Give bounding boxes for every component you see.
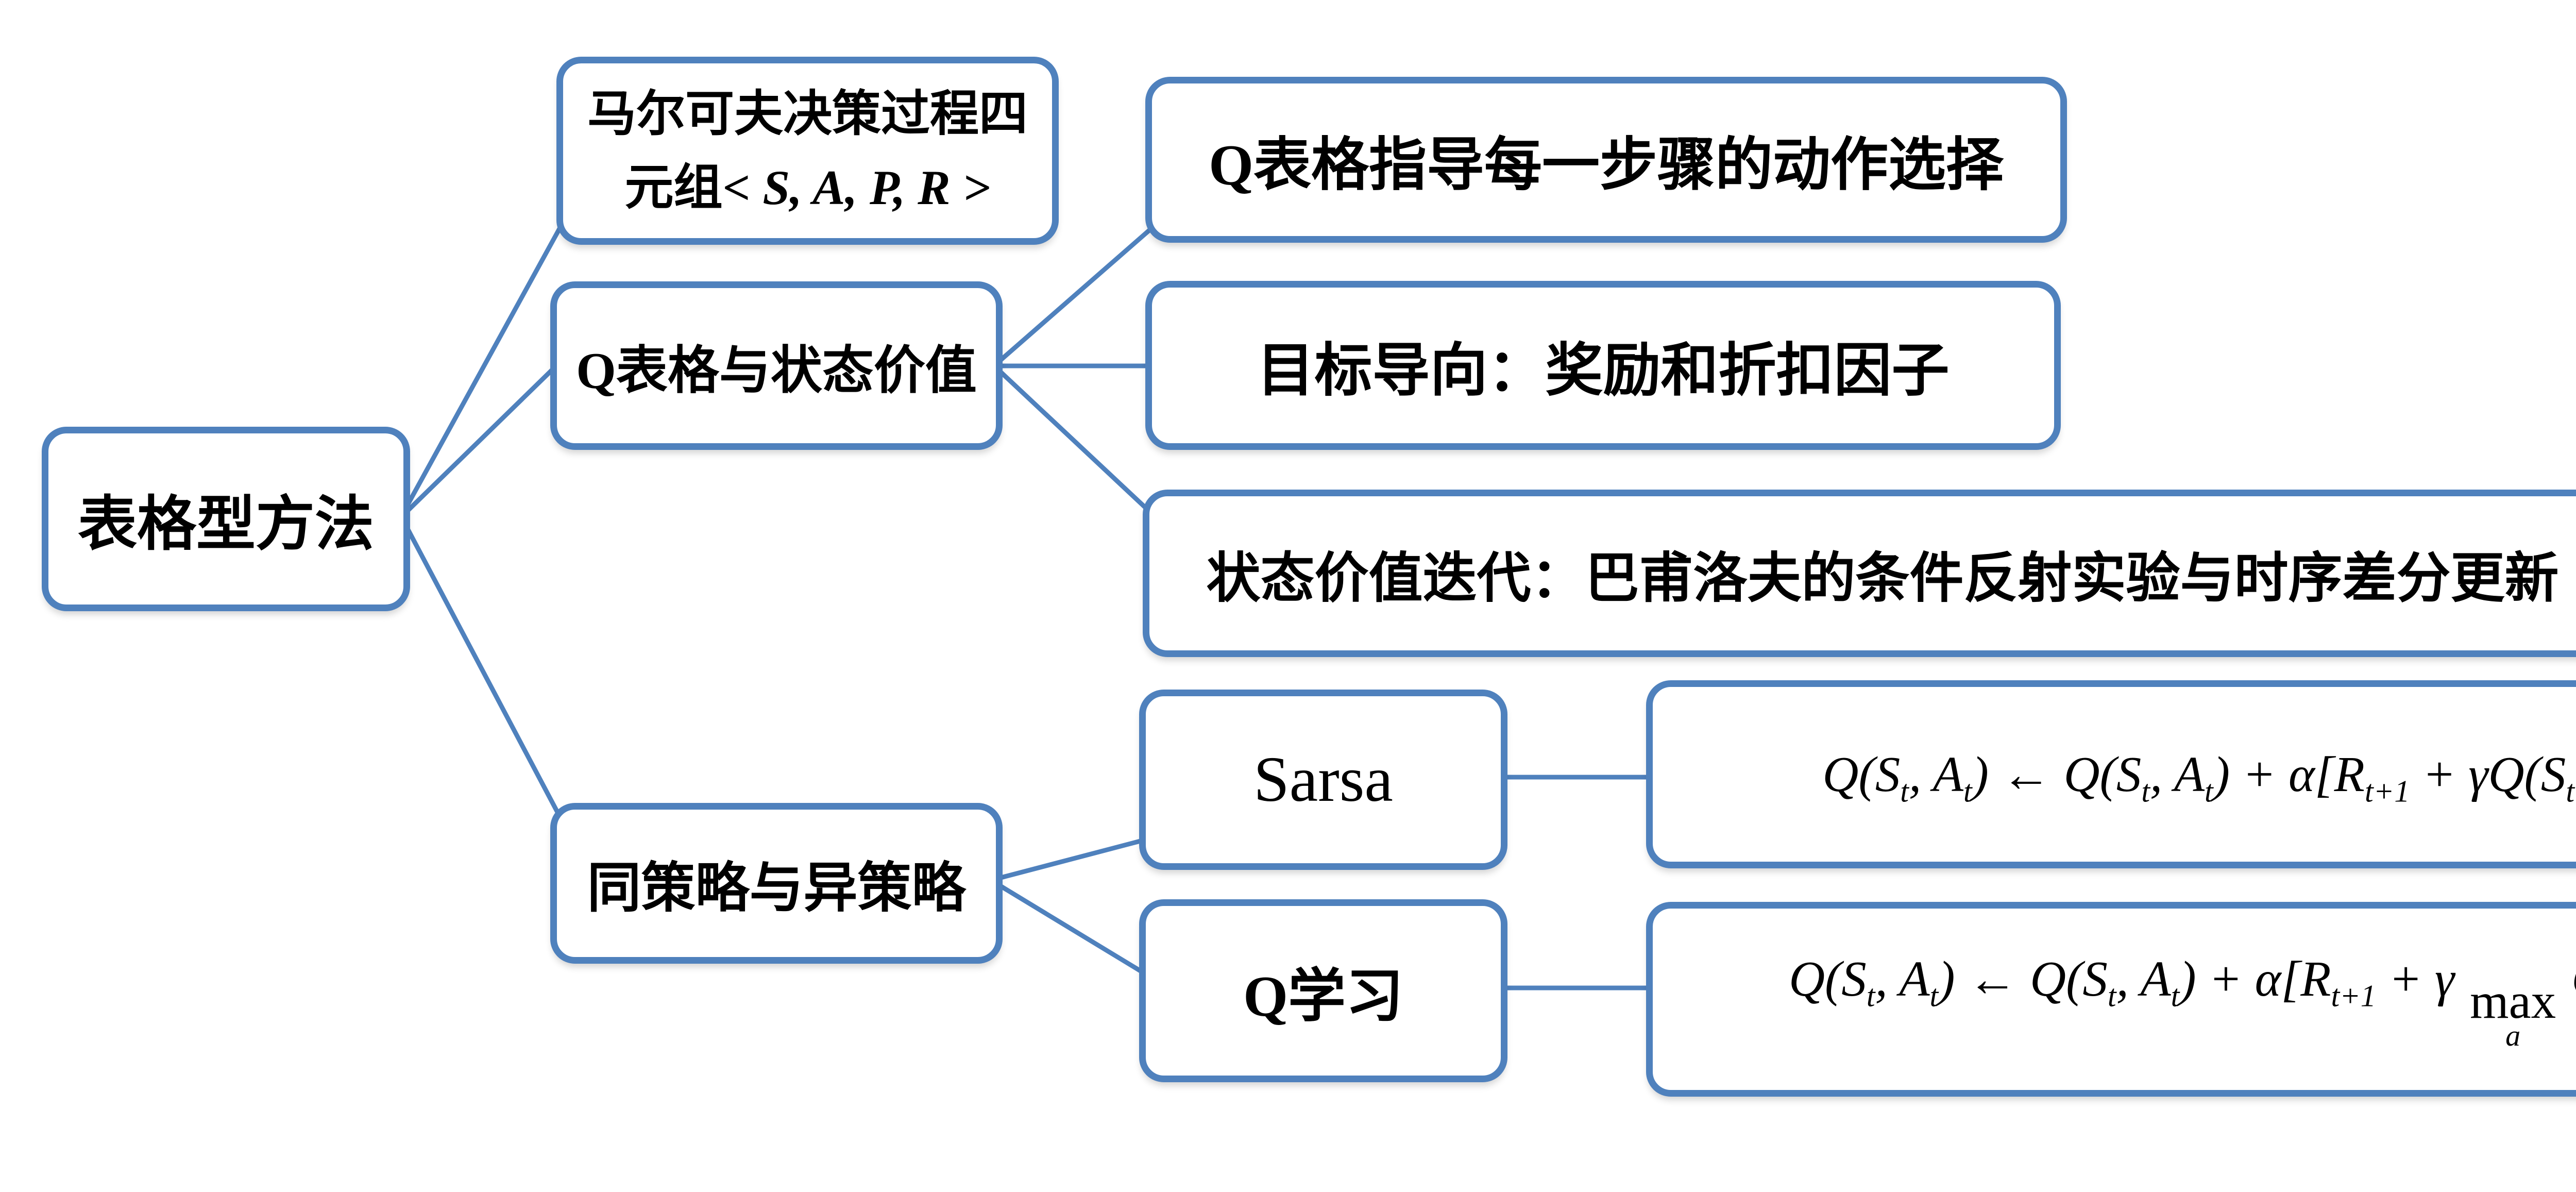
node-qtable-state-value: Q表格与状态价值 <box>550 281 1003 450</box>
connector-root-qtable <box>399 353 569 519</box>
node-q-learning: Q学习 <box>1139 899 1507 1082</box>
node-goal-oriented: 目标导向：奖励和折扣因子 <box>1145 281 2061 450</box>
node-qtable-guides-actions-label: Q表格指导每一步骤的动作选择 <box>1208 133 2004 197</box>
node-tabular-methods: 表格型方法 <box>42 427 410 611</box>
connector-onoff-sarsa <box>994 835 1157 881</box>
node-q-learning-label: Q学习 <box>1243 964 1404 1029</box>
node-on-off-policy-label: 同策略与异策略 <box>587 858 966 918</box>
node-state-value-iteration: 状态价值迭代：巴甫洛夫的条件反射实验与时序差分更新 <box>1143 490 2576 657</box>
node-qtable-state-value-label: Q表格与状态价值 <box>576 342 977 399</box>
connector-qtable-c1 <box>994 219 1162 366</box>
connector-qtable-c3 <box>994 366 1162 523</box>
node-state-value-iteration-label: 状态价值迭代：巴甫洛夫的条件反射实验与时序差分更新 <box>1206 548 2559 609</box>
sarsa-update-formula-text: Q(St, At) ← Q(St, At) + α[Rt+1 + γQ(St+1… <box>1822 747 2576 809</box>
mdp-tuple-math: < S, A, P, R > <box>722 160 991 215</box>
connector-root-onoff <box>399 515 569 832</box>
node-sarsa-label: Sarsa <box>1253 744 1393 815</box>
connector-root-mdp <box>399 204 574 518</box>
connector-onoff-qlearning <box>994 881 1157 982</box>
node-sarsa: Sarsa <box>1139 690 1507 870</box>
node-on-off-policy: 同策略与异策略 <box>550 803 1003 964</box>
node-mdp-tuple-label: 马尔可夫决策过程四元组< S, A, P, R > <box>587 87 1028 215</box>
node-goal-oriented-label: 目标导向：奖励和折扣因子 <box>1257 339 1950 403</box>
node-mdp-tuple: 马尔可夫决策过程四元组< S, A, P, R > <box>556 57 1059 245</box>
node-sarsa-update-formula: Q(St, At) ← Q(St, At) + α[Rt+1 + γQ(St+1… <box>1646 680 2576 868</box>
node-tabular-methods-label: 表格型方法 <box>77 492 374 557</box>
node-qtable-guides-actions: Q表格指导每一步骤的动作选择 <box>1145 77 2067 243</box>
